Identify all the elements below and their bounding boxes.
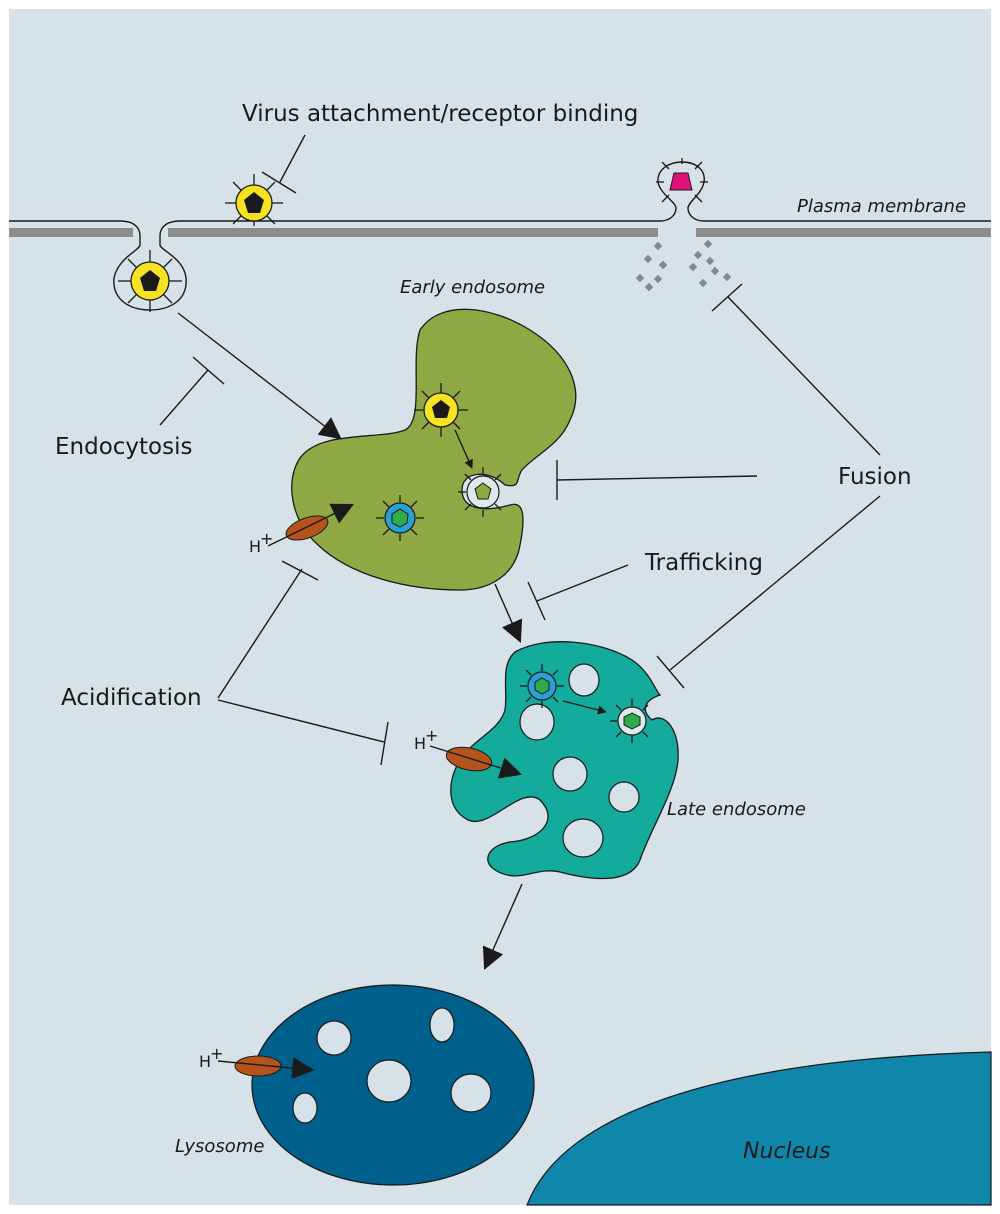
inhibit-endocytosis xyxy=(159,356,225,426)
inhibit-trafficking xyxy=(527,564,629,621)
label-early-endosome: Early endosome xyxy=(400,277,545,298)
arrow-early-to-late-endosome xyxy=(494,583,523,644)
inhibit-acidification-early xyxy=(217,560,319,699)
inhibit-plasma-membrane-fusion xyxy=(711,283,881,456)
arrow-late-endosome-to-lysosome xyxy=(482,883,523,971)
svg-text:H: H xyxy=(199,1052,211,1071)
inhibit-late-endosome-fusion xyxy=(656,495,881,689)
label-acidification: Acidification xyxy=(61,685,202,711)
proton-arrow-lysosome xyxy=(217,1057,315,1080)
label-plasma-membrane: Plasma membrane xyxy=(797,196,966,217)
inhibit-virus-attachment xyxy=(261,134,306,194)
uncoating-arrow-late xyxy=(562,700,607,715)
virus-in-early-endosome xyxy=(414,383,468,437)
label-proton-late: H + xyxy=(414,726,438,753)
proton-pump-late-endosome xyxy=(445,746,493,772)
svg-text:+: + xyxy=(425,726,438,745)
virus-fusing-late-endosome xyxy=(610,699,649,743)
label-lysosome: Lysosome xyxy=(175,1136,264,1157)
virus-blue-coat-early-endosome xyxy=(376,495,424,541)
membrane-fusion-virus xyxy=(656,158,708,203)
label-fusion: Fusion xyxy=(838,464,912,490)
proton-arrow-early xyxy=(267,503,354,547)
label-virus-attachment: Virus attachment/receptor binding xyxy=(242,101,638,127)
proton-arrow-late xyxy=(429,745,523,779)
cytoplasm-background xyxy=(9,9,991,1205)
label-late-endosome: Late endosome xyxy=(667,799,806,820)
label-endocytosis: Endocytosis xyxy=(55,434,192,460)
svg-text:+: + xyxy=(260,529,273,548)
virus-fusing-early-endosome xyxy=(458,467,502,517)
virus-blue-coat-late-endosome xyxy=(520,664,564,708)
lysosome-vesicles xyxy=(292,1007,492,1124)
svg-text:H: H xyxy=(249,537,261,556)
label-trafficking: Trafficking xyxy=(644,550,763,576)
early-endosome xyxy=(291,308,577,591)
inhibit-early-endosome-fusion xyxy=(556,460,758,500)
label-proton-early: H + xyxy=(249,529,273,556)
uncoating-arrow-early xyxy=(454,429,473,469)
arrow-pit-to-early-endosome xyxy=(177,312,342,440)
released-viral-genome-dots xyxy=(635,239,732,292)
svg-text:H: H xyxy=(414,734,426,753)
proton-pump-lysosome xyxy=(234,1055,282,1077)
virus-attached-to-receptor xyxy=(225,174,283,226)
plasma-membrane xyxy=(9,228,991,237)
svg-text:+: + xyxy=(210,1044,223,1063)
label-proton-lysosome: H + xyxy=(199,1044,223,1071)
late-endosome-vesicles xyxy=(519,663,640,858)
virus-in-endocytic-pit xyxy=(118,250,182,312)
nucleus xyxy=(526,1051,992,1206)
label-nucleus: Nucleus xyxy=(743,1139,831,1164)
inhibit-acidification-late xyxy=(217,699,389,766)
